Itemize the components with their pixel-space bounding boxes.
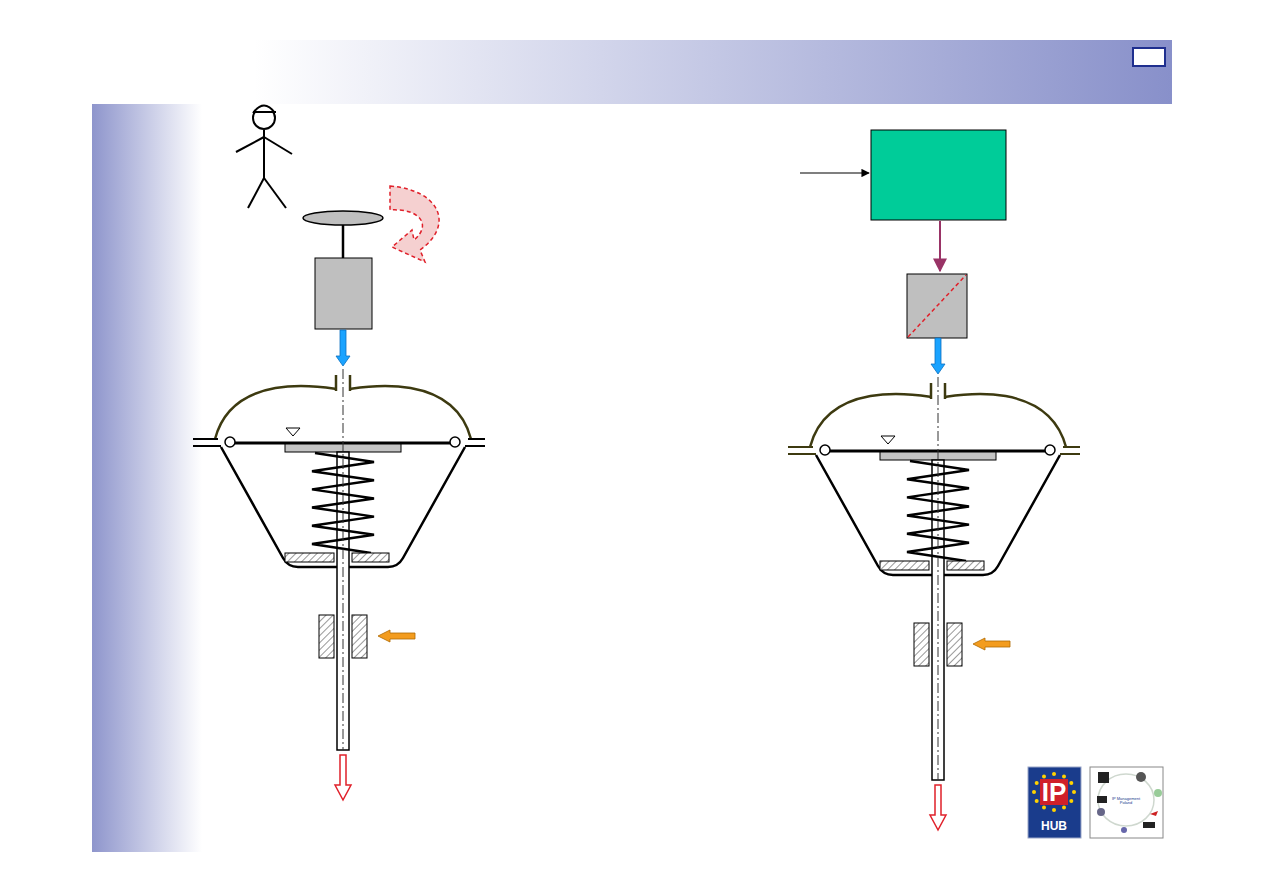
handwheel-shaft	[342, 224, 345, 258]
control-signal-arrow	[939, 221, 941, 271]
logo-text: HUB	[1041, 820, 1067, 832]
diaphragm-actuator	[193, 330, 485, 800]
input-signal-arrow	[800, 172, 869, 173]
operator-figure	[236, 106, 292, 209]
ip-management-logo	[1090, 767, 1163, 838]
ip-hub-logo	[1028, 767, 1081, 838]
manual-regulator	[315, 258, 372, 329]
controller-box	[871, 130, 1006, 220]
logo-text: IP Management Poland	[1108, 797, 1144, 805]
converter-box	[907, 274, 967, 338]
rotation-arrow	[390, 186, 439, 262]
handwheel	[303, 211, 383, 225]
diaphragm-actuator	[788, 338, 1080, 830]
logo-text: IP	[1040, 779, 1069, 805]
converter-diagonal	[908, 275, 966, 337]
side-band	[92, 40, 202, 852]
title-band	[92, 40, 1172, 104]
page-number-box	[1133, 48, 1165, 66]
